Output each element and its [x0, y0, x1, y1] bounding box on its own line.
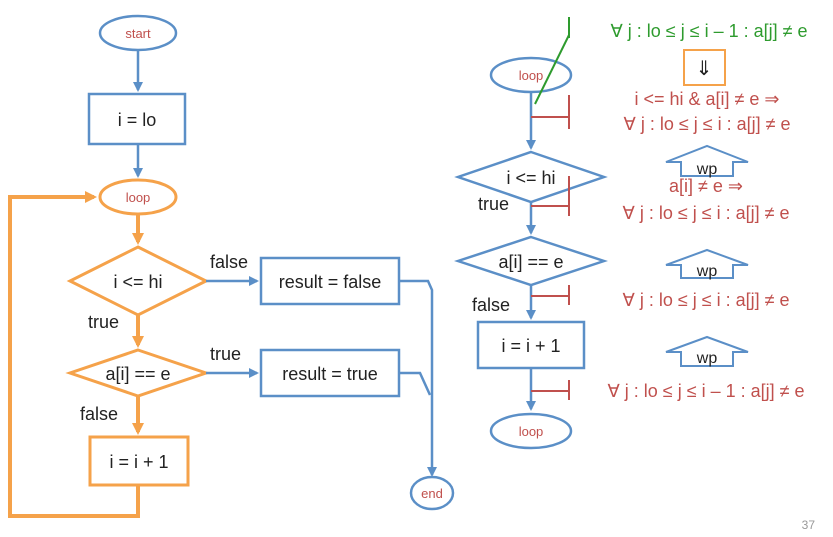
- annotations: ∀ j : lo ≤ j ≤ i – 1 : a[j] ≠ e ⇓ i <= h…: [607, 21, 807, 401]
- pre2-line1: a[i] ≠ e ⇒: [669, 176, 743, 196]
- inc-box: [88, 435, 190, 487]
- wp-label-1: wp: [696, 161, 718, 178]
- edge-result-false-end: [399, 279, 437, 477]
- edge-result-true-end: [399, 371, 432, 396]
- left-flowchart: start i = lo loop i <= hi false true res…: [8, 14, 455, 518]
- right-cond1-label: i <= hi: [506, 168, 555, 188]
- init-box: [87, 92, 187, 146]
- cond1-true-label: true: [88, 312, 119, 332]
- wp-arrow-2: [665, 248, 749, 279]
- green-slash: [534, 34, 570, 105]
- wp-label-3: wp: [696, 350, 718, 367]
- right-flowchart: loop i <= hi true a[i] == e false i = i …: [453, 17, 609, 450]
- result-true-label: result = true: [282, 364, 378, 384]
- right-inc-label: i = i + 1: [501, 336, 560, 356]
- page-number: 37: [802, 518, 816, 532]
- right-loop-bottom-label: loop: [519, 424, 544, 439]
- cond2-label: a[i] == e: [105, 364, 170, 384]
- init-label: i = lo: [118, 110, 157, 130]
- edge-back-loop: [8, 191, 140, 518]
- invariant-bottom: ∀ j : lo ≤ j ≤ i – 1 : a[j] ≠ e: [607, 381, 804, 401]
- pre1-line2: ∀ j : lo ≤ j ≤ i : a[j] ≠ e: [624, 114, 791, 134]
- right-cond2-label: a[i] == e: [498, 252, 563, 272]
- assertion-ticks: [531, 95, 570, 400]
- result-false-label: result = false: [279, 272, 382, 292]
- right-loop-top-label: loop: [519, 68, 544, 83]
- pre2-line2: ∀ j : lo ≤ j ≤ i : a[j] ≠ e: [623, 203, 790, 223]
- end-node: [409, 475, 455, 511]
- start-label: start: [125, 26, 151, 41]
- wp-arrow-3: [665, 335, 749, 367]
- inc-label: i = i + 1: [109, 452, 168, 472]
- end-label: end: [421, 486, 443, 501]
- implies-arrow: ⇓: [696, 58, 713, 80]
- pre3: ∀ j : lo ≤ j ≤ i : a[j] ≠ e: [623, 290, 790, 310]
- loop-label: loop: [126, 190, 151, 205]
- implies-box: [683, 49, 726, 86]
- right-cond2-false-label: false: [472, 295, 510, 315]
- cond1-false-label: false: [210, 252, 248, 272]
- cond2-false-label: false: [80, 404, 118, 424]
- pre1-line1: i <= hi & a[i] ≠ e ⇒: [634, 89, 779, 109]
- cond1-label: i <= hi: [113, 272, 162, 292]
- right-cond1-true-label: true: [478, 194, 509, 214]
- wp-arrow-1: [665, 144, 749, 177]
- right-loop-bottom: [489, 412, 573, 450]
- right-inc-box: [476, 320, 586, 370]
- wp-label-2: wp: [696, 263, 718, 280]
- invariant-top: ∀ j : lo ≤ j ≤ i – 1 : a[j] ≠ e: [610, 21, 807, 41]
- cond2-true-label: true: [210, 344, 241, 364]
